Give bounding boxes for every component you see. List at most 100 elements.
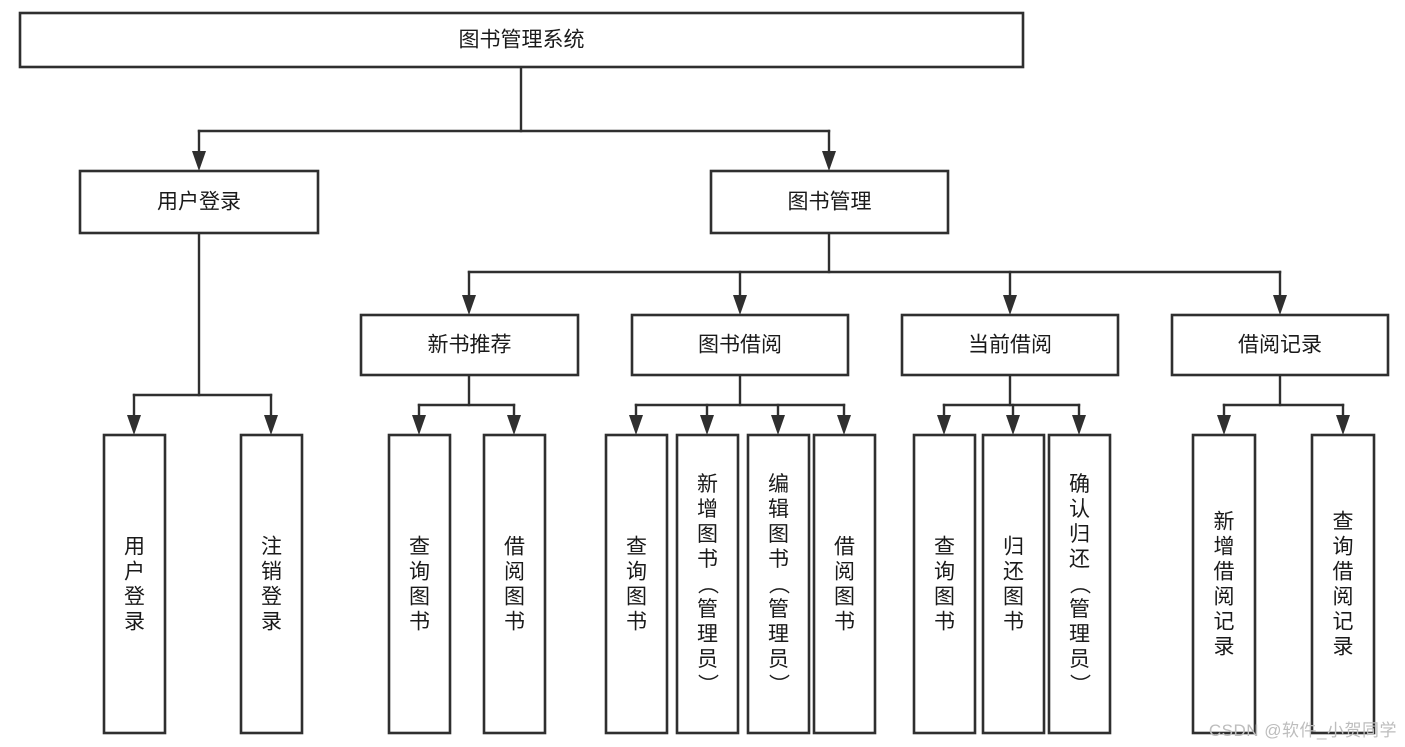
node-box-leaf-query-book-current[interactable] (912, 433, 977, 735)
node-label-leaf-edit-book-char-0: 编 (768, 473, 789, 496)
node-label-leaf-add-book-char-3: 书 (697, 548, 718, 571)
node-label-leaf-user-login-char-1: 户 (124, 561, 145, 584)
node-label-leaf-user-login-char-2: 登 (124, 586, 145, 609)
connector-group-current-to-leaves (937, 373, 1086, 435)
node-leaf-user-login[interactable]: 用户登录 (102, 433, 167, 735)
node-label-leaf-add-borrow-record-char-5: 录 (1214, 636, 1235, 659)
node-box-leaf-return-book[interactable] (981, 433, 1046, 735)
node-box-leaf-add-borrow-record[interactable] (1191, 433, 1257, 735)
node-label-leaf-query-book-current-char-1: 询 (934, 561, 955, 584)
node-label-leaf-user-login-char-0: 用 (124, 536, 145, 559)
node-label-new-book-recommend: 新书推荐 (428, 334, 512, 357)
node-label-leaf-edit-book-char-6: 理 (768, 623, 789, 646)
node-label-leaf-logout-char-2: 登 (261, 586, 282, 609)
node-label-leaf-add-book-char-4: （ (696, 574, 719, 595)
node-label-leaf-query-book-borrow-char-2: 图 (626, 586, 647, 609)
node-label-leaf-confirm-return-char-6: 理 (1069, 623, 1090, 646)
node-label-leaf-query-book-borrow-char-1: 询 (626, 561, 647, 584)
connector-group-userlogin-to-leaves (127, 231, 278, 435)
node-label-leaf-query-borrow-record-char-1: 询 (1333, 536, 1354, 559)
node-box-leaf-logout[interactable] (239, 433, 304, 735)
node-box-leaf-add-book[interactable] (675, 433, 740, 735)
node-label-root: 图书管理系统 (459, 29, 585, 52)
node-label-leaf-query-borrow-record-char-5: 录 (1333, 636, 1354, 659)
node-label-leaf-edit-book-char-1: 辑 (768, 498, 789, 521)
node-label-leaf-add-book-char-0: 新 (697, 473, 718, 496)
node-label-leaf-borrow-book-char-0: 借 (834, 536, 855, 559)
node-book-management[interactable]: 图书管理 (709, 169, 950, 235)
node-user-login[interactable]: 用户登录 (78, 169, 320, 235)
node-box-leaf-query-borrow-record[interactable] (1310, 433, 1376, 735)
node-label-leaf-query-book-current-char-3: 书 (934, 611, 955, 634)
node-label-leaf-edit-book-char-4: （ (767, 574, 790, 595)
node-label-leaf-confirm-return-char-4: （ (1068, 574, 1091, 595)
node-borrow-record[interactable]: 借阅记录 (1170, 313, 1390, 377)
node-label-leaf-return-book-char-3: 书 (1003, 611, 1024, 634)
node-label-leaf-edit-book-char-3: 书 (768, 548, 789, 571)
node-label-leaf-add-book-char-7: 员 (697, 648, 718, 671)
node-box-book-borrow[interactable] (630, 313, 850, 377)
node-label-leaf-query-borrow-record-char-3: 阅 (1333, 586, 1354, 609)
node-label-leaf-borrow-book-recommend-char-3: 书 (504, 611, 525, 634)
node-label-leaf-confirm-return-char-8: ） (1068, 674, 1091, 695)
node-label-leaf-add-borrow-record-char-1: 增 (1214, 536, 1235, 559)
connector-group-borrow-to-leaves (629, 373, 851, 435)
node-label-leaf-query-book-recommend-char-2: 图 (409, 586, 430, 609)
node-label-leaf-add-book-char-6: 理 (697, 623, 718, 646)
watermark-label: CSDN @软件_小贺同学 (1208, 721, 1397, 740)
node-box-leaf-borrow-book[interactable] (812, 433, 877, 735)
node-box-leaf-borrow-book-recommend[interactable] (482, 433, 547, 735)
node-new-book-recommend[interactable]: 新书推荐 (359, 313, 580, 377)
node-label-leaf-edit-book-char-7: 员 (768, 648, 789, 671)
node-label-leaf-logout-char-1: 销 (261, 561, 282, 584)
connector-group-bookmgmt-to-level3 (462, 231, 1287, 315)
node-box-new-book-recommend[interactable] (359, 313, 580, 377)
node-label-leaf-add-book-char-8: ） (696, 674, 719, 695)
node-current-borrow[interactable]: 当前借阅 (900, 313, 1120, 377)
node-label-leaf-return-book-char-2: 图 (1003, 586, 1024, 609)
node-label-leaf-query-borrow-record-char-4: 记 (1333, 611, 1354, 634)
node-label-leaf-logout-char-0: 注 (261, 536, 282, 559)
node-label-book-borrow: 图书借阅 (698, 334, 782, 357)
node-label-book-management: 图书管理 (788, 191, 872, 214)
node-label-user-login: 用户登录 (157, 191, 241, 214)
node-label-leaf-borrow-book-recommend-char-0: 借 (504, 536, 525, 559)
node-label-leaf-confirm-return-char-7: 员 (1069, 648, 1090, 671)
node-box-leaf-edit-book[interactable] (746, 433, 811, 735)
node-label-leaf-confirm-return-char-3: 还 (1069, 548, 1090, 571)
node-label-leaf-query-book-recommend-char-3: 书 (409, 611, 430, 634)
node-label-leaf-query-book-recommend-char-0: 查 (409, 536, 430, 559)
node-label-leaf-confirm-return-char-2: 归 (1069, 523, 1090, 546)
node-label-leaf-borrow-book-char-3: 书 (834, 611, 855, 634)
node-book-borrow[interactable]: 图书借阅 (630, 313, 850, 377)
node-root[interactable]: 图书管理系统 (18, 11, 1025, 69)
node-box-leaf-confirm-return[interactable] (1047, 433, 1112, 735)
node-box-user-login[interactable] (78, 169, 320, 235)
node-box-book-management[interactable] (709, 169, 950, 235)
node-box-current-borrow[interactable] (900, 313, 1120, 377)
node-box-borrow-record[interactable] (1170, 313, 1390, 377)
node-box-leaf-query-book-borrow[interactable] (604, 433, 669, 735)
node-box-leaf-query-book-recommend[interactable] (387, 433, 452, 735)
node-label-leaf-add-borrow-record-char-2: 借 (1214, 561, 1235, 584)
node-box-root[interactable] (18, 11, 1025, 69)
node-label-leaf-confirm-return-char-5: 管 (1069, 598, 1090, 621)
node-label-leaf-query-borrow-record-char-2: 借 (1333, 561, 1354, 584)
node-box-leaf-user-login[interactable] (102, 433, 167, 735)
node-label-leaf-query-book-current-char-0: 查 (934, 536, 955, 559)
connector-group-record-to-leaves (1217, 373, 1350, 435)
